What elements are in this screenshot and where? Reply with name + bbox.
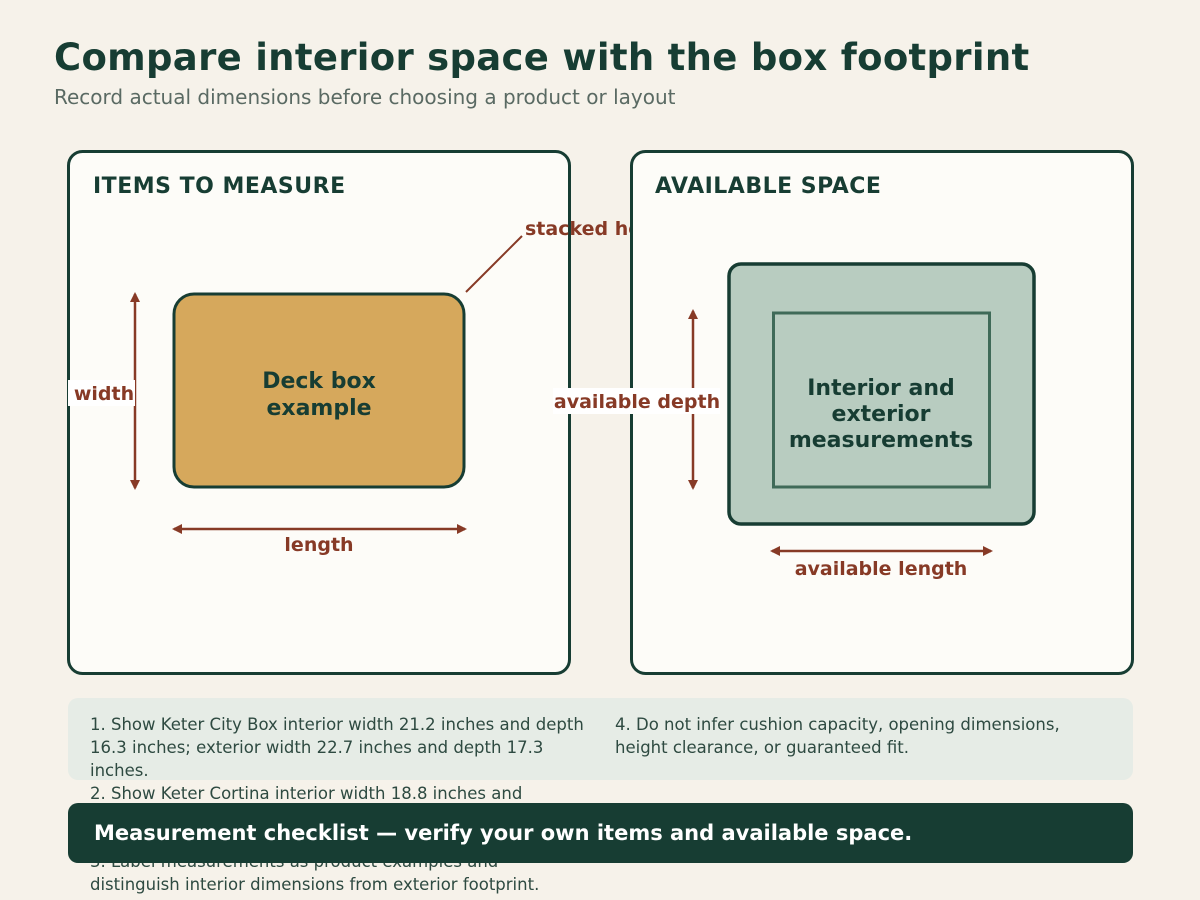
space-label-line2: exterior — [832, 402, 931, 427]
length-label: length — [284, 534, 353, 556]
checklist-banner-text: Measurement checklist — verify your own … — [94, 821, 913, 845]
checklist-banner: Measurement checklist — verify your own … — [68, 803, 1133, 863]
note-item-4: 4. Do not infer cushion capacity, openin… — [615, 715, 1060, 757]
deck-box-shape — [172, 292, 466, 489]
page-title: Compare interior space with the box foot… — [54, 36, 1030, 79]
notes-panel — [68, 698, 1133, 780]
notes-left-column: 1. Show Keter City Box interior width 21… — [90, 713, 590, 805]
width-label-bg — [68, 380, 135, 406]
depth-label-bg — [553, 388, 720, 414]
space-label-line1: Interior and — [807, 376, 955, 401]
available-length-label: available length — [795, 558, 968, 580]
note-item-2: 2. Show Keter Cortina interior width 18.… — [90, 784, 523, 803]
deck-box-label-line2: example — [266, 396, 371, 421]
page-subtitle: Record actual dimensions before choosing… — [54, 85, 676, 109]
space-outer-box — [727, 262, 1036, 526]
length-label-bg — [281, 531, 358, 555]
space-panel-title: AVAILABLE SPACE — [655, 174, 881, 199]
space-label-line3: measurements — [789, 428, 973, 453]
items-panel-title: ITEMS TO MEASURE — [93, 174, 346, 199]
stacked-height-leader — [465, 235, 523, 293]
depth-label: available depth — [554, 391, 720, 413]
deck-box-label-line1: Deck box — [262, 369, 376, 394]
width-label: width — [74, 383, 134, 405]
space-inner-box — [772, 311, 991, 489]
note-item-1: 1. Show Keter City Box interior width 21… — [90, 715, 584, 780]
notes-right-column: 4. Do not infer cushion capacity, openin… — [615, 713, 1115, 759]
